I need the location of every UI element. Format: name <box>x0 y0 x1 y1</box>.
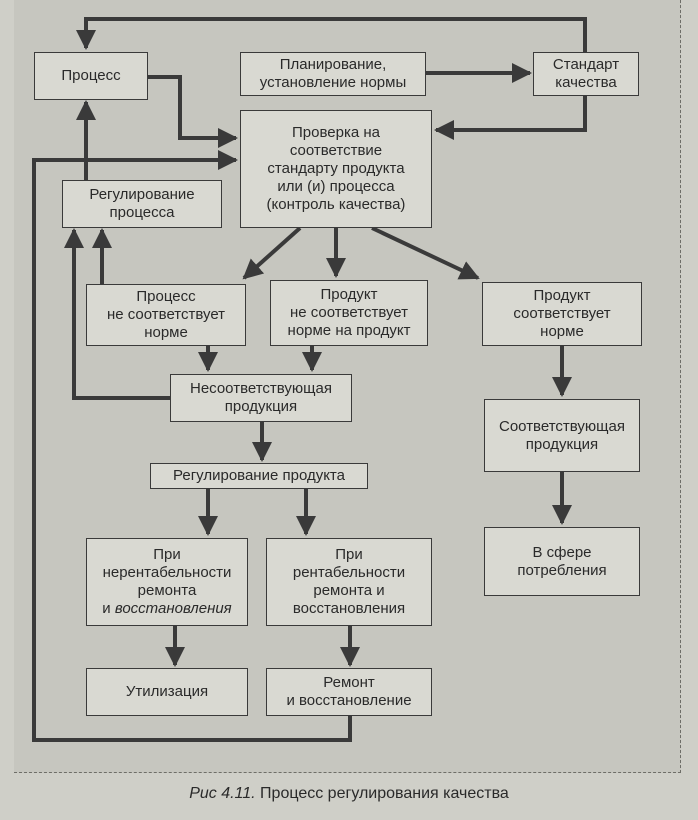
planning-box: Планирование, установление нормы <box>240 52 426 96</box>
edge-repair-to-check <box>32 150 352 742</box>
disposal-box: Утилизация <box>86 668 248 716</box>
edge-standard-to-check <box>434 96 587 140</box>
conforming-products-box: Соответствующая продукция <box>484 399 640 472</box>
quality-standard-box: Стандарт качества <box>533 52 639 96</box>
product-regulation-box: Регулирование продукта <box>150 463 368 489</box>
process-regulation-box: Регулирование процесса <box>62 180 222 228</box>
profitable-repair-box: При рентабельности ремонта и восстановле… <box>266 538 432 626</box>
quality-check-box: Проверка на соответствие стандарту проду… <box>240 110 432 228</box>
figure-caption-text: Процесс регулирования качества <box>255 785 509 802</box>
figure-caption: Рис 4.11. Процесс регулирования качества <box>0 785 698 803</box>
process-box: Процесс <box>34 52 148 100</box>
figure-caption-label: Рис 4.11. <box>189 785 256 802</box>
edge-check-to-process-nonconform <box>242 226 302 280</box>
edge-nonconforming-to-regulation <box>64 228 170 400</box>
repair-box: Ремонт и восстановление <box>266 668 432 716</box>
product-conform-box: Продукт соответствует норме <box>482 282 642 346</box>
unprofitable-repair-box: При нерентабельности ремонта и восстанов… <box>86 538 248 626</box>
edge-check-to-product-conform <box>371 226 480 280</box>
product-nonconform-box: Продукт не соответствует норме на продук… <box>270 280 428 346</box>
consumption-box: В сфере потребления <box>484 527 640 596</box>
nonconforming-products-box: Несоответствующая продукция <box>170 374 352 422</box>
edge-standard-to-process <box>76 17 587 52</box>
process-nonconform-box: Процесс не соответствует норме <box>86 284 246 346</box>
edge-process-to-check <box>148 75 238 148</box>
